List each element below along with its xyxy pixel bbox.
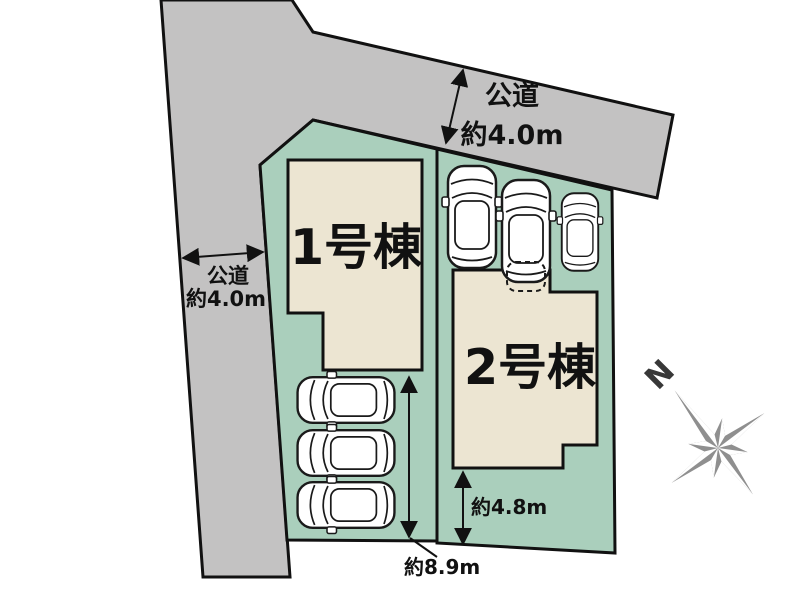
car-top-view-icon xyxy=(556,192,604,272)
setback-dimension-label: 約4.8m xyxy=(471,495,547,519)
car-top-view-icon xyxy=(296,423,396,483)
car-top-view-icon xyxy=(296,475,396,535)
car-top-view-icon xyxy=(494,178,558,284)
building-1-label: 1号棟 xyxy=(290,219,423,276)
building-2-label: 2号棟 xyxy=(464,339,597,396)
building-2-footprint xyxy=(451,268,599,470)
road-width-arrow-top xyxy=(440,68,469,145)
compass-rose-icon xyxy=(671,390,765,495)
road-width-left: 約4.0m xyxy=(186,287,266,311)
parking-length-label: 約8.9m xyxy=(404,555,480,579)
road-width-top: 約4.0m xyxy=(461,119,564,151)
road-width-arrow-left xyxy=(181,244,265,266)
north-label: N xyxy=(638,353,682,397)
building-1-footprint xyxy=(286,158,424,372)
road-name-left: 公道 xyxy=(207,264,249,288)
car-top-view-icon xyxy=(296,370,396,430)
road-name-top: 公道 xyxy=(485,80,539,112)
car-top-view-icon xyxy=(440,164,504,270)
car-overlap-dashed-outline xyxy=(506,261,546,292)
leader-line xyxy=(409,537,438,558)
